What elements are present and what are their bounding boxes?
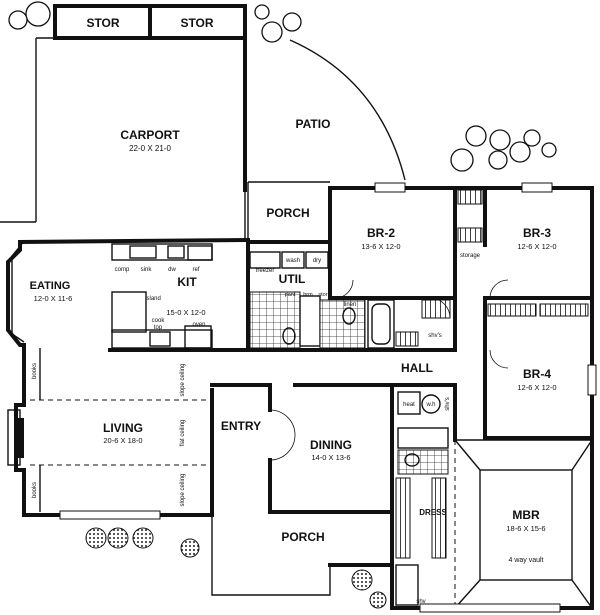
cook-label: cook <box>152 318 166 324</box>
shv-label: shv <box>416 599 425 605</box>
br4-label: BR-4 <box>523 367 551 381</box>
island-label: island <box>145 296 161 302</box>
carport-outline <box>0 37 247 240</box>
stor-left-label: STOR <box>86 16 119 30</box>
mbr-label: MBR <box>512 508 540 522</box>
interior-walls <box>108 186 594 567</box>
stor-small-label: stor <box>318 292 327 298</box>
br3-label: BR-3 <box>523 226 551 240</box>
br2-size: 13-6 X 12-0 <box>361 242 400 251</box>
dress-label: DRESS <box>419 508 447 517</box>
living-label: LIVING <box>103 421 143 435</box>
carport-label: CARPORT <box>120 128 180 142</box>
books-label-1: books <box>32 363 38 379</box>
dw-label: dw <box>168 267 176 273</box>
freezer-label: freezer <box>256 268 275 274</box>
patio-label: PATIO <box>296 117 331 131</box>
kitchen-counters <box>111 243 213 349</box>
porch-bottom-label: PORCH <box>281 530 324 544</box>
closet-shelving <box>395 189 589 559</box>
carport-size: 22-0 X 21-0 <box>129 144 171 153</box>
pantry-label: pant <box>285 292 296 298</box>
hall-label: HALL <box>401 361 433 375</box>
kit-label: KIT <box>177 275 197 289</box>
storage-block <box>53 4 247 40</box>
br3-size: 12-6 X 12-0 <box>517 242 556 251</box>
shvs-label-2: shv's <box>445 397 451 410</box>
stor-right-label: STOR <box>180 16 213 30</box>
eating-size: 12-0 X 11-6 <box>34 294 73 303</box>
util-label: UTIL <box>279 272 306 286</box>
master-vault <box>454 439 593 609</box>
dining-size: 14-0 X 13-6 <box>311 453 350 462</box>
shvs-label-1: shv's <box>428 333 441 339</box>
util-fixtures <box>249 251 395 349</box>
mbr-note: 4 way vault <box>508 557 543 564</box>
broom-label: brm <box>303 292 313 298</box>
wh-label: w.h <box>425 402 435 408</box>
comp-label: comp <box>115 267 130 273</box>
windows <box>59 182 597 613</box>
storage-label: storage <box>460 253 481 259</box>
ref-label: ref <box>192 267 199 273</box>
mbr-size: 18-6 X 15-6 <box>506 524 545 533</box>
eating-bay-window <box>11 243 25 343</box>
linen-label: linen <box>344 302 357 308</box>
kit-size: 15-0 X 12-0 <box>166 308 205 317</box>
porch-top-outline <box>247 181 330 240</box>
living-size: 20-6 X 18-0 <box>103 436 142 445</box>
slope-ceiling-label-1: slope ceiling <box>180 363 186 396</box>
trees <box>8 1 557 172</box>
dining-label: DINING <box>310 438 352 452</box>
fireplace <box>7 409 24 466</box>
oven-label: oven <box>192 322 205 328</box>
flat-ceiling-label: flat ceiling <box>180 420 186 447</box>
door-swings <box>269 279 509 461</box>
heat-label: heat <box>403 402 415 408</box>
master-bath <box>395 391 449 606</box>
living-ceiling-lines <box>30 348 210 512</box>
br2-label: BR-2 <box>367 226 395 240</box>
porch-top-label: PORCH <box>266 206 309 220</box>
wash-label: wash <box>285 258 300 264</box>
top-label: top <box>154 325 163 331</box>
patio-arc <box>289 39 406 181</box>
books-label-2: books <box>32 482 38 498</box>
entry-label: ENTRY <box>221 419 261 433</box>
slope-ceiling-label-2: slope ceiling <box>180 473 186 506</box>
dry-label: dry <box>313 258 321 264</box>
sink-label: sink <box>141 267 153 273</box>
br4-size: 12-6 X 12-0 <box>517 383 556 392</box>
shrubs <box>85 527 387 609</box>
eating-label: EATING <box>30 280 71 292</box>
